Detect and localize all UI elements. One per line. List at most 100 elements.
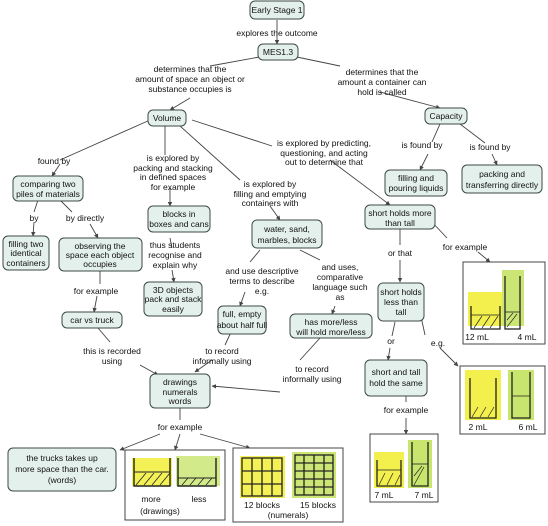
svg-text:numerals: numerals: [163, 387, 198, 397]
svg-text:words: words: [168, 396, 192, 406]
node-car-vs-truck: car vs truck: [61, 311, 123, 329]
svg-text:piles of materials: piles of materials: [16, 189, 80, 199]
node-has-more: has more/less will hold more/less: [289, 313, 373, 339]
svg-text:using: using: [102, 356, 123, 366]
svg-text:(numerals): (numerals): [268, 510, 309, 520]
svg-text:hold is called: hold is called: [357, 87, 406, 97]
svg-text:2 mL: 2 mL: [469, 422, 488, 432]
node-filling-pouring: filling and pouring liquids: [384, 169, 448, 197]
svg-text:identical: identical: [10, 248, 41, 258]
connectors: [31, 20, 498, 451]
svg-text:for example: for example: [384, 405, 429, 415]
example-words: the trucks takes up more space than the …: [7, 447, 117, 492]
svg-text:terms to describe: terms to describe: [229, 276, 294, 286]
svg-text:marbles, blocks: marbles, blocks: [257, 235, 316, 245]
svg-text:amount a container can: amount a container can: [338, 77, 427, 87]
svg-text:short holds more: short holds more: [368, 208, 432, 218]
svg-text:blocks in: blocks in: [162, 209, 195, 219]
svg-text:MES1.3: MES1.3: [263, 47, 294, 57]
svg-text:short holds: short holds: [380, 287, 422, 297]
svg-text:Early Stage 1: Early Stage 1: [251, 5, 302, 15]
node-short-less: short holds less than tall: [377, 282, 425, 322]
svg-text:filling and: filling and: [398, 173, 434, 183]
svg-text:out to determine that: out to determine that: [285, 157, 364, 167]
svg-text:than tall: than tall: [385, 218, 415, 228]
svg-text:substance occupies is: substance occupies is: [148, 84, 231, 94]
svg-text:language such: language such: [312, 282, 368, 292]
svg-text:by: by: [30, 213, 40, 223]
link-labels: explores the outcome determines that the…: [30, 28, 512, 432]
svg-text:12 blocks: 12 blocks: [244, 500, 280, 510]
svg-text:determines that the: determines that the: [346, 67, 419, 77]
svg-text:or that: or that: [388, 248, 413, 258]
svg-text:easily: easily: [162, 304, 184, 314]
svg-text:15 blocks: 15 blocks: [300, 500, 336, 510]
drawing-container-less: [176, 456, 220, 487]
svg-text:Volume: Volume: [153, 113, 182, 123]
svg-text:(drawings): (drawings): [140, 506, 180, 516]
node-drawings: drawings numerals words: [149, 373, 211, 409]
svg-text:more: more: [141, 494, 161, 504]
svg-text:containers with: containers with: [242, 198, 299, 208]
node-full-empty: full, empty about half full: [217, 305, 267, 335]
svg-text:found by: found by: [38, 156, 71, 166]
svg-text:containers: containers: [6, 258, 45, 268]
example-numerals: 12 blocks 15 blocks (numerals): [232, 447, 344, 523]
svg-text:informally using: informally using: [282, 374, 341, 384]
svg-text:occupies: occupies: [83, 259, 117, 269]
node-3d-objects: 3D objects pack and stack easily: [143, 281, 203, 317]
svg-text:7 mL: 7 mL: [415, 490, 434, 500]
node-comparing: comparing two piles of materials: [12, 175, 84, 202]
drawing-container-more: [132, 458, 172, 487]
node-blocks: blocks in boxes and cans: [147, 205, 211, 233]
svg-text:(words): (words): [48, 475, 77, 485]
svg-text:pack and stack: pack and stack: [145, 294, 202, 304]
svg-text:12 mL: 12 mL: [465, 332, 489, 342]
svg-text:comparative: comparative: [317, 272, 364, 282]
svg-text:by directly: by directly: [66, 213, 105, 223]
svg-text:is found by: is found by: [469, 142, 511, 152]
svg-text:full, empty: full, empty: [223, 309, 262, 319]
svg-text:filling and emptying: filling and emptying: [234, 189, 307, 199]
svg-text:questioning, and acting: questioning, and acting: [280, 148, 368, 158]
node-filling-two: filling two identical containers: [2, 235, 50, 271]
example-photo-12-4: 12 mL 4 mL: [462, 261, 546, 345]
svg-text:explain why: explain why: [153, 260, 198, 270]
svg-text:thus students: thus students: [150, 240, 201, 250]
svg-text:3D objects: 3D objects: [153, 285, 193, 295]
svg-text:filling two: filling two: [9, 239, 44, 249]
svg-text:is found by: is found by: [401, 140, 443, 150]
svg-text:for example: for example: [74, 286, 119, 296]
node-observing: observing the space each object occupies: [58, 237, 143, 272]
svg-text:for example: for example: [443, 242, 488, 252]
svg-text:the trucks takes up: the trucks takes up: [26, 453, 98, 463]
svg-text:less than: less than: [384, 297, 418, 307]
example-photo-2-6: 2 mL 6 mL: [459, 365, 546, 435]
svg-text:to record: to record: [205, 346, 239, 356]
node-short-same: short and tall hold the same: [364, 359, 428, 397]
svg-text:less: less: [191, 494, 206, 504]
svg-text:observing the: observing the: [74, 241, 125, 251]
svg-text:and uses,: and uses,: [322, 262, 359, 272]
example-drawings: more less (drawings): [124, 449, 226, 521]
svg-text:is explored by: is explored by: [244, 179, 297, 189]
svg-text:in defined spaces: in defined spaces: [140, 172, 206, 182]
node-short-more: short holds more than tall: [364, 204, 436, 230]
svg-text:more space than the car.: more space than the car.: [15, 464, 109, 474]
svg-text:determines that the: determines that the: [154, 64, 227, 74]
svg-text:or: or: [387, 336, 395, 346]
example-photo-7-7: 7 mL 7 mL: [369, 433, 439, 503]
svg-text:to record: to record: [295, 364, 329, 374]
svg-text:and use descriptive: and use descriptive: [225, 266, 299, 276]
node-mes: MES1.3: [257, 43, 299, 61]
node-packing: packing and transferring directly: [461, 164, 543, 194]
svg-text:transferring directly: transferring directly: [466, 180, 539, 190]
svg-text:pouring liquids: pouring liquids: [389, 183, 444, 193]
svg-text:will hold more/less: will hold more/less: [295, 327, 365, 337]
svg-text:tall: tall: [396, 307, 407, 317]
svg-text:packing and: packing and: [479, 169, 525, 179]
svg-text:for example: for example: [158, 422, 203, 432]
svg-text:hold the same: hold the same: [369, 378, 423, 388]
svg-text:e.g.: e.g.: [431, 338, 445, 348]
